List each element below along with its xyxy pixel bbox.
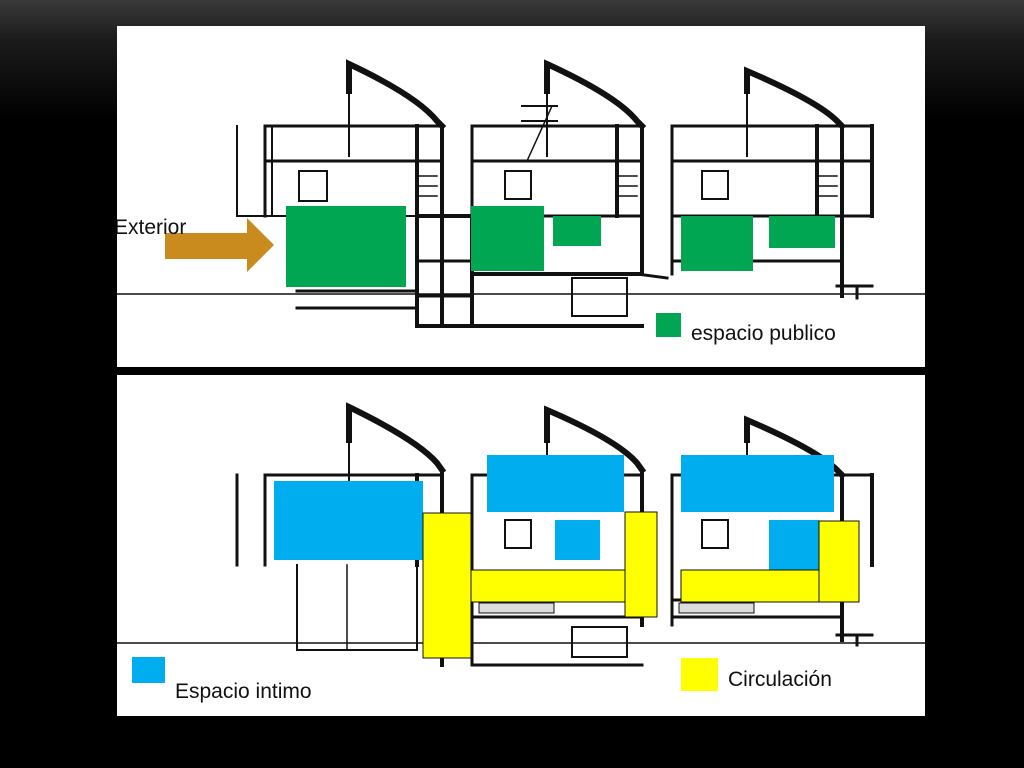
intimate-space-block (487, 455, 624, 512)
legend-label-public: espacio publico (691, 322, 836, 345)
circulation-space-block (470, 569, 626, 603)
public-space-block (286, 206, 406, 287)
building-section-drawing-top (117, 59, 925, 337)
intimate-space-block (555, 520, 600, 560)
section-panel-private-circulation: Espacio intimo Circulación (117, 375, 925, 716)
entrance-arrow (165, 218, 274, 272)
circulation-space-block (624, 511, 658, 618)
legend-label-intimate: Espacio intimo (175, 680, 312, 703)
intimate-space-block (681, 455, 834, 512)
circulation-space-block (422, 512, 472, 659)
section-panel-public: Exterior espacio publico (117, 26, 925, 367)
building-section-drawing-bottom (117, 402, 925, 691)
public-space-block (681, 216, 753, 271)
intimate-space-block (769, 520, 819, 570)
legend-swatch-intimate (132, 657, 165, 683)
circulation-space-block (818, 520, 860, 603)
public-space-block (471, 206, 544, 271)
legend-swatch-circulation (681, 658, 718, 691)
circulation-space-block (680, 569, 820, 603)
public-space-block (553, 216, 601, 246)
legend-swatch-public (656, 313, 681, 337)
legend-label-circulation: Circulación (728, 668, 832, 691)
intimate-space-block (274, 481, 423, 560)
public-space-block (769, 216, 835, 248)
exterior-label: Exterior (117, 216, 187, 239)
